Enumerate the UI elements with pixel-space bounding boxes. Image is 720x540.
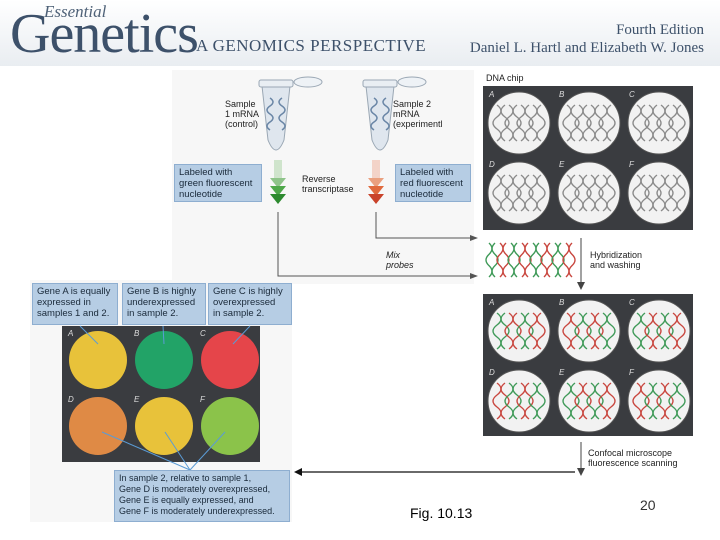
result-letter: E xyxy=(134,395,140,404)
mixed-probes xyxy=(485,242,576,278)
red-label-line1: Labeled with xyxy=(400,167,454,178)
sample1-line1: Sample xyxy=(225,99,256,109)
book-edition: Fourth Edition xyxy=(616,22,704,38)
enzyme-label: Reverse transcriptase xyxy=(302,174,354,194)
sample2-line3: (experimentl xyxy=(393,119,443,129)
green-label-line1: Labeled with xyxy=(179,167,233,178)
result-letter: B xyxy=(134,329,140,338)
red-label-box: Labeled with red fluorescent nucleotide xyxy=(395,164,471,202)
confocal-line2: fluorescence scanning xyxy=(588,458,678,468)
summary-line4: Gene F is moderately underexpressed. xyxy=(119,506,275,516)
sample2-line1: Sample 2 xyxy=(393,99,432,109)
gene-c-line2: overexpressed xyxy=(213,297,276,308)
chip-letter: E xyxy=(559,368,565,377)
result-letter: C xyxy=(200,329,206,338)
sample2-tube xyxy=(362,76,427,151)
chip-letter: C xyxy=(629,90,635,99)
page-number: 20 xyxy=(640,497,656,513)
summary-line1: In sample 2, relative to sample 1, xyxy=(119,473,252,483)
green-label-line3: nucleotide xyxy=(179,189,223,200)
red-label-line2: red fluorescent xyxy=(400,178,463,189)
gene-a-line3: samples 1 and 2. xyxy=(37,308,110,319)
chip-letter: D xyxy=(489,160,495,169)
chip-spot-b: B xyxy=(557,90,621,155)
chip-letter: F xyxy=(629,160,635,169)
sample1-tube xyxy=(258,76,323,151)
mix-line1: Mix xyxy=(386,250,400,260)
result-spot-c: C xyxy=(200,329,259,389)
mix-probes-label: Mix probes xyxy=(386,250,414,270)
result-letter: D xyxy=(68,395,74,404)
book-authors: Daniel L. Hartl and Elizabeth W. Jones xyxy=(469,40,704,56)
confocal-label: Confocal microscope fluorescence scannin… xyxy=(588,448,678,468)
chip-spot-f: F xyxy=(627,160,691,225)
green-label-line2: green fluorescent xyxy=(179,178,253,189)
chip-letter: C xyxy=(629,298,635,307)
chip-spot-b: B xyxy=(557,298,621,363)
chip-spot-d: D xyxy=(487,368,551,433)
chip-letter: B xyxy=(559,298,565,307)
result-letter: F xyxy=(200,395,206,404)
book-title: Genetics xyxy=(10,3,199,65)
chip-letter: F xyxy=(629,368,635,377)
gene-c-callout: Gene C is highly overexpressed in sample… xyxy=(208,283,292,325)
chip-letter: B xyxy=(559,90,565,99)
gene-c-line3: in sample 2. xyxy=(213,308,265,319)
chip-letter: A xyxy=(488,90,494,99)
mix-line2: probes xyxy=(386,260,414,270)
green-label-arrow xyxy=(270,160,286,204)
gene-a-line2: expressed in xyxy=(37,297,91,308)
chip-spot-c: C xyxy=(627,298,691,363)
book-title-prefix: Essential xyxy=(44,2,107,21)
hybridization-line2: and washing xyxy=(590,260,641,270)
chip-letter: A xyxy=(488,298,494,307)
mix-arrow-right xyxy=(375,212,470,239)
chip-spot-c: C xyxy=(627,90,691,155)
sample2-label: Sample 2 mRNA (experimentl xyxy=(393,99,443,129)
enzyme-line1: Reverse xyxy=(302,174,336,184)
gene-b-line3: in sample 2. xyxy=(127,308,179,319)
sample1-label: Sample 1 mRNA (control) xyxy=(225,99,259,129)
chip-spot-a: A xyxy=(487,90,551,155)
chip-spot-d: D xyxy=(487,160,551,225)
summary-callout: In sample 2, relative to sample 1, Gene … xyxy=(114,470,290,522)
callout-lines xyxy=(79,325,251,471)
header-banner: Genetics Essential A GENOMICS PERSPECTIV… xyxy=(0,0,720,66)
summary-line3: Gene E is equally expressed, and xyxy=(119,495,254,505)
gene-b-line2: underexpressed xyxy=(127,297,196,308)
chip-spot-f: F xyxy=(627,368,691,433)
enzyme-line2: transcriptase xyxy=(302,184,354,194)
hybridization-line1: Hybridization xyxy=(590,250,643,260)
chip-letter: E xyxy=(559,160,565,169)
hybridization-label: Hybridization and washing xyxy=(590,250,642,270)
green-label-box: Labeled with green fluorescent nucleotid… xyxy=(174,164,262,202)
gene-b-line1: Gene B is highly xyxy=(127,286,197,297)
result-spot-d: D xyxy=(68,395,127,455)
chip-letter: D xyxy=(489,368,495,377)
result-spot-f: F xyxy=(200,395,259,455)
result-spot-b: B xyxy=(134,329,193,389)
result-letter: A xyxy=(67,329,73,338)
sample1-line3: (control) xyxy=(225,119,259,129)
gene-b-callout: Gene B is highly underexpressed in sampl… xyxy=(122,283,206,325)
chip-spot-a: A xyxy=(487,298,551,363)
red-label-line3: nucleotide xyxy=(400,189,444,200)
book-subtitle: A GENOMICS PERSPECTIVE xyxy=(196,36,427,55)
gene-a-line1: Gene A is equally xyxy=(37,286,111,297)
chip-spot-e: E xyxy=(557,160,621,225)
chip-spot-e: E xyxy=(557,368,621,433)
summary-line2: Gene D is moderately overexpressed, xyxy=(119,484,271,494)
red-label-arrow xyxy=(368,160,384,204)
gene-c-line1: Gene C is highly xyxy=(213,286,283,297)
mix-arrow-left xyxy=(277,212,470,277)
gene-a-callout: Gene A is equally expressed in samples 1… xyxy=(32,283,118,325)
result-spot-a: A xyxy=(67,329,127,389)
sample1-line2: 1 mRNA xyxy=(225,109,260,119)
confocal-line1: Confocal microscope xyxy=(588,448,673,458)
result-spot-e: E xyxy=(134,395,193,455)
figure-caption: Fig. 10.13 xyxy=(410,505,473,521)
sample2-line2: mRNA xyxy=(393,109,420,119)
dna-chip-label: DNA chip xyxy=(486,73,524,83)
